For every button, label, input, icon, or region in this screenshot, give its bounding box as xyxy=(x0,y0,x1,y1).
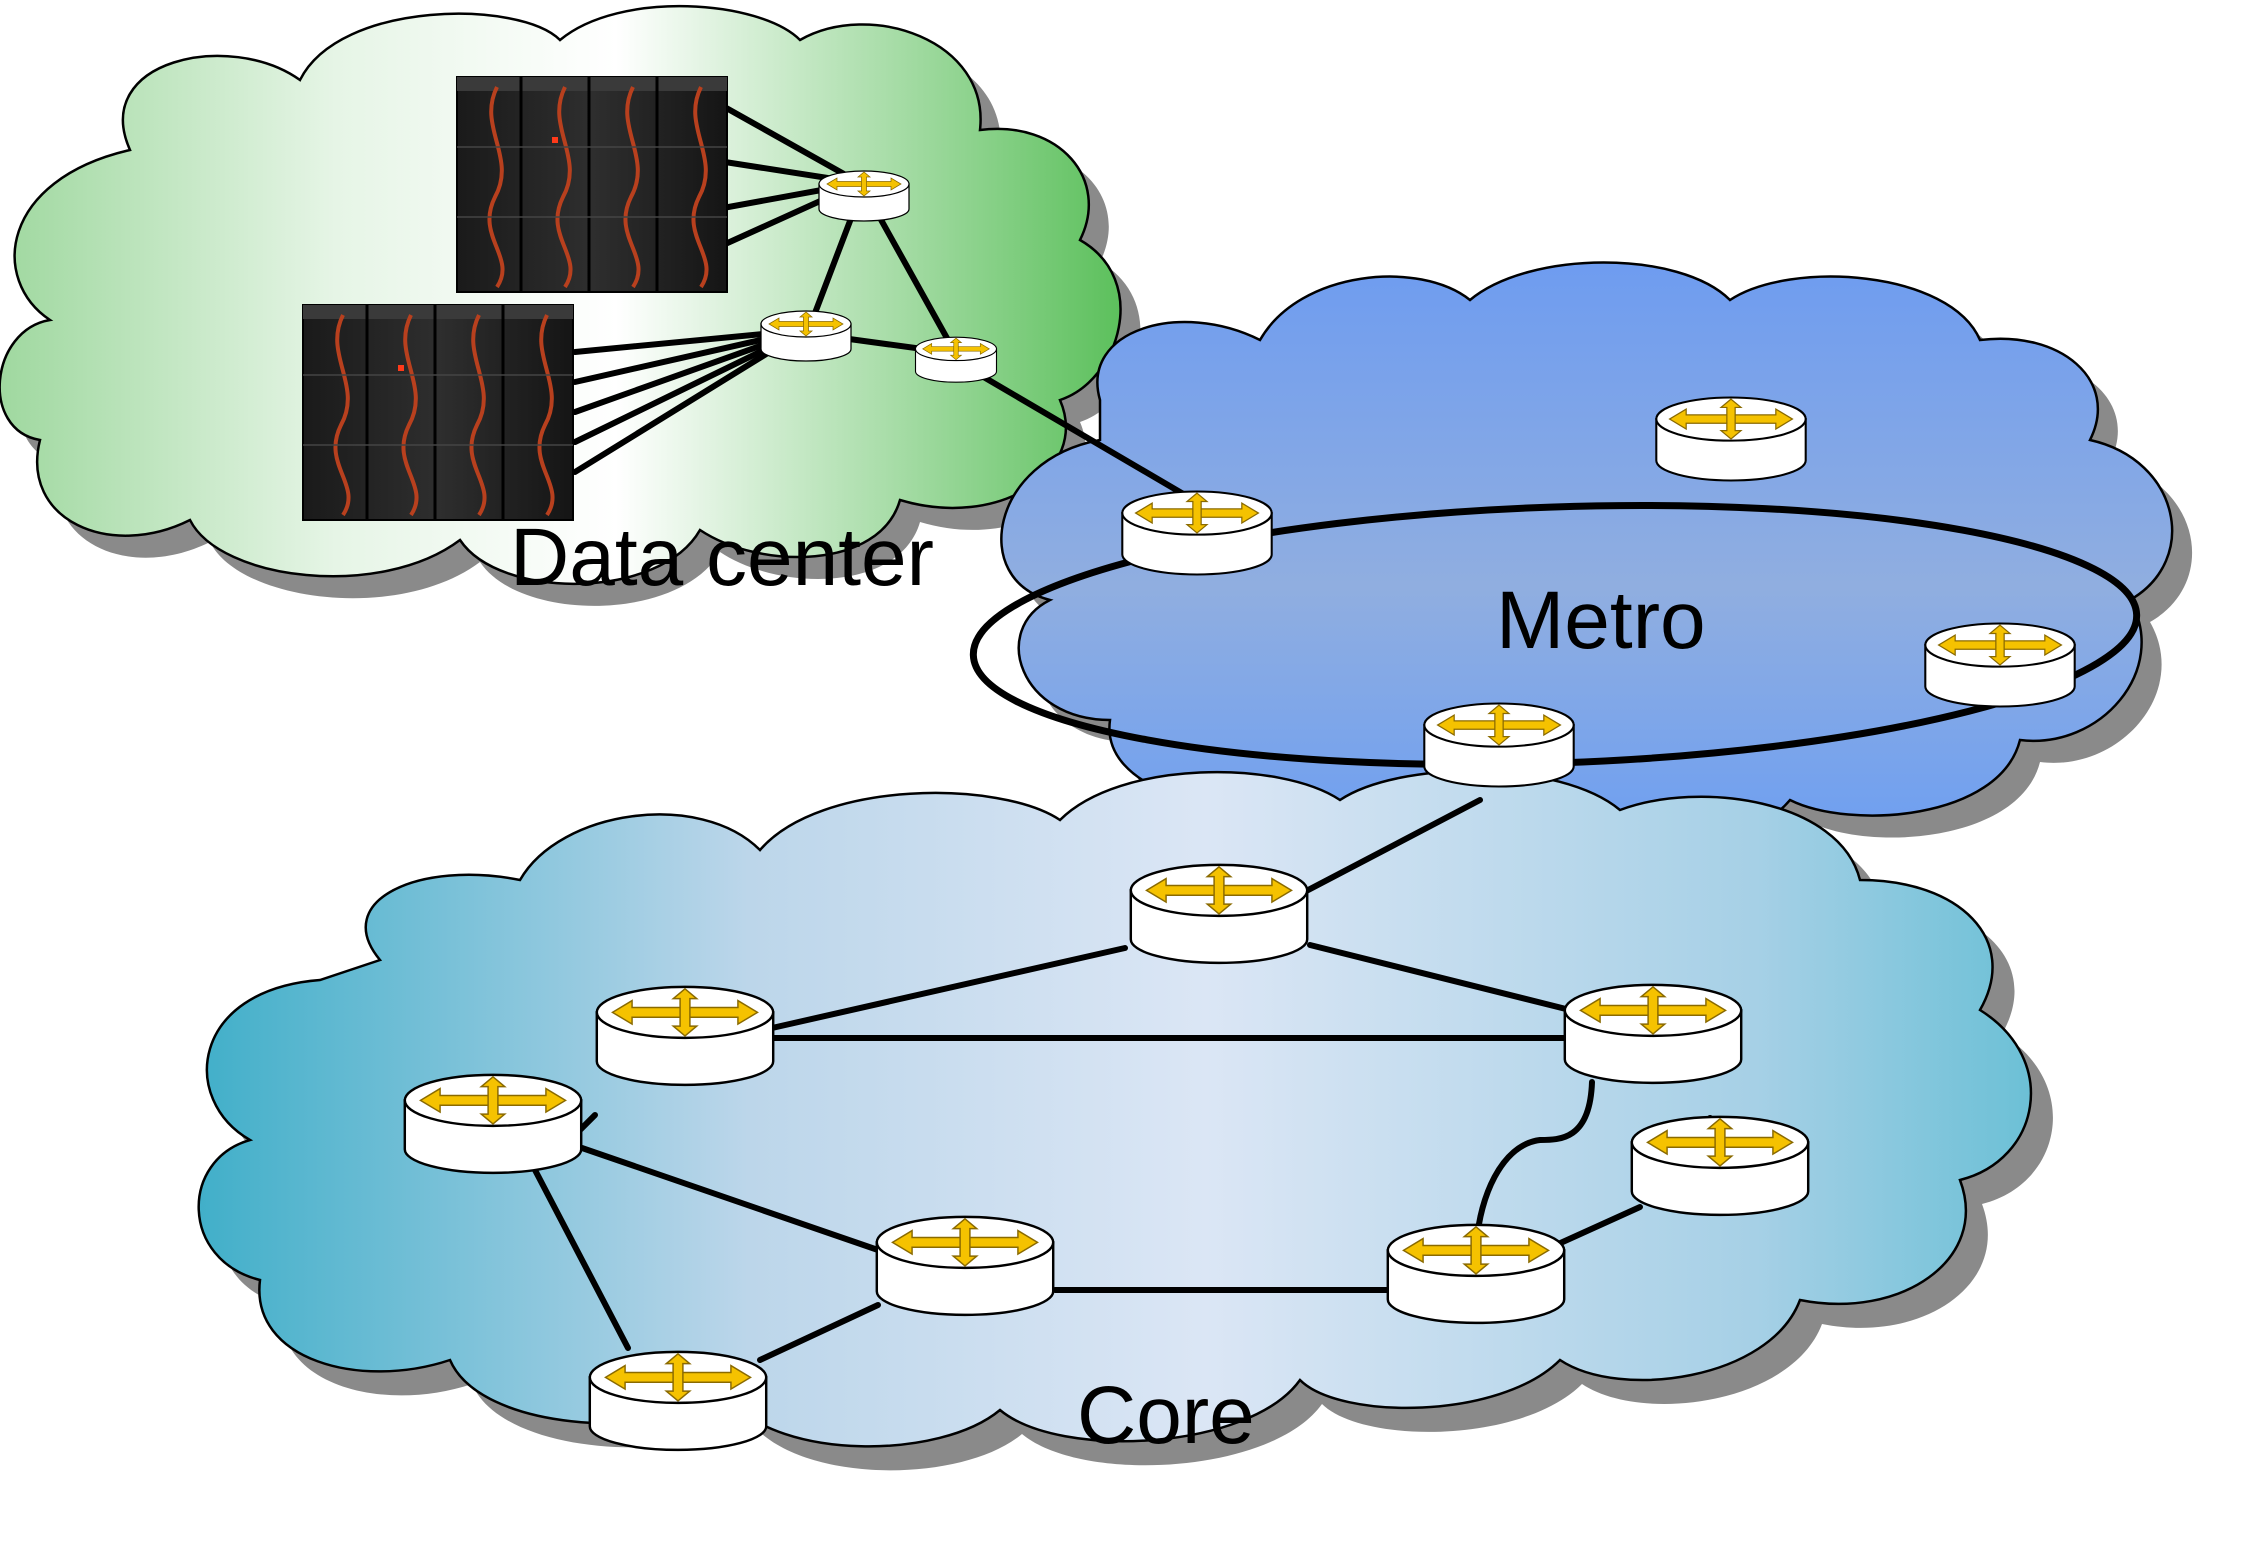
router-icon xyxy=(875,1215,1055,1317)
server-rack-icon xyxy=(455,75,729,294)
router-icon xyxy=(760,310,852,362)
router-icon xyxy=(403,1073,583,1175)
core-cloud xyxy=(197,769,2053,1471)
router-icon xyxy=(1630,1115,1810,1217)
router-icon xyxy=(588,1350,768,1452)
data-center-label: Data center xyxy=(510,512,934,603)
metro-label: Metro xyxy=(1496,575,1706,666)
router-icon xyxy=(1423,702,1575,788)
router-icon xyxy=(1386,1223,1566,1325)
router-icon xyxy=(595,985,775,1087)
router-icon xyxy=(1924,622,2076,708)
router-icon xyxy=(1121,490,1273,576)
router-icon xyxy=(914,336,998,383)
router-icon xyxy=(1563,983,1743,1085)
router-icon xyxy=(818,170,910,222)
router-icon xyxy=(1655,396,1807,482)
router-icon xyxy=(1129,863,1309,965)
core-label: Core xyxy=(1077,1370,1255,1461)
server-rack-icon xyxy=(301,303,575,522)
